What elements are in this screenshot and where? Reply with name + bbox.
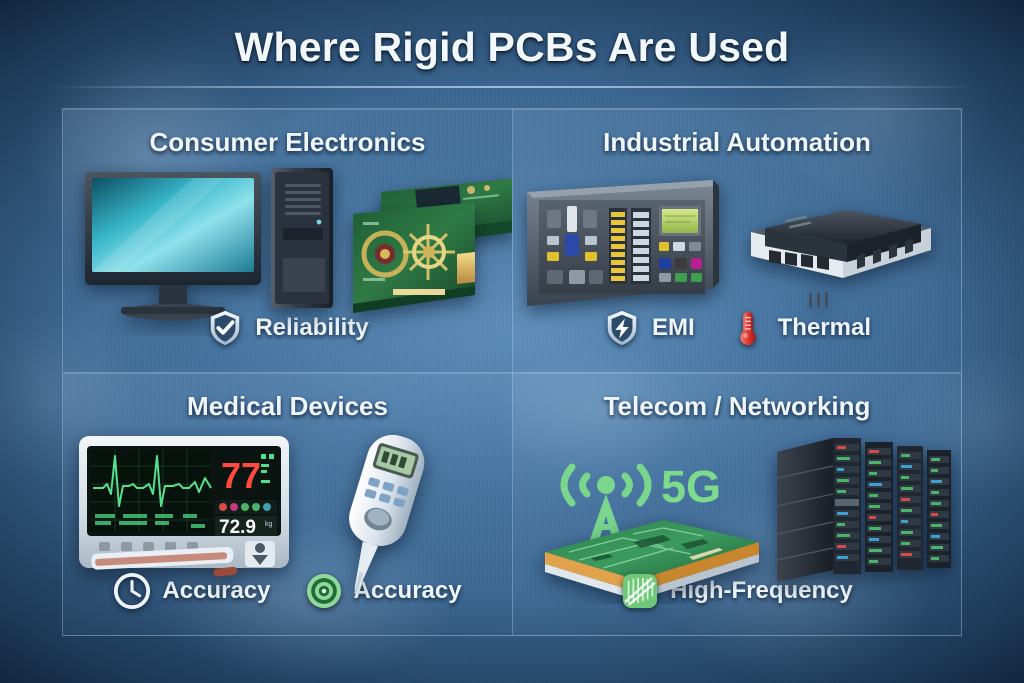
monitor-primary-unit: kg: [265, 521, 273, 528]
monitor-vitals-value: 77: [221, 455, 261, 496]
circuit-trace-icon: [623, 573, 658, 609]
server-rack-illustration: [776, 438, 951, 582]
artwork-consumer-electronics: [63, 158, 512, 320]
patient-monitor-illustration: 77: [79, 436, 289, 577]
badge-row-medical-devices: Accuracy Accuracy: [113, 569, 462, 613]
badge-label-accuracy-clock: Accuracy: [162, 577, 271, 604]
panel-title-industrial-automation: Industrial Automation: [603, 127, 871, 157]
medical-devices-svg: 77: [79, 434, 425, 594]
badge-row-consumer-electronics: Reliability: [206, 306, 369, 350]
industrial-control-panel-illustration: [527, 180, 719, 306]
quadrant-grid: Consumer Electronics: [62, 108, 962, 636]
panel-medical-devices[interactable]: Medical Devices: [62, 372, 512, 636]
network-generation-label: 5G: [661, 461, 721, 512]
telecom-networking-svg: 5G: [545, 438, 951, 600]
badge-emi[interactable]: EMI: [603, 309, 695, 347]
plc-module-illustration: [751, 210, 931, 308]
panel-industrial-automation[interactable]: Industrial Automation: [512, 108, 962, 372]
badge-accuracy-target[interactable]: Accuracy: [305, 572, 462, 610]
badge-label-thermal: Thermal: [777, 314, 872, 341]
target-icon: [306, 573, 341, 609]
badge-accuracy-clock[interactable]: Accuracy: [113, 572, 271, 610]
badge-reliability[interactable]: Reliability: [206, 309, 369, 347]
multilayer-pcb-illustration: [545, 520, 759, 600]
badge-high-frequency[interactable]: High-Frequency: [621, 572, 853, 610]
artwork-telecom-networking: 5G: [513, 422, 961, 600]
panel-consumer-electronics[interactable]: Consumer Electronics: [62, 108, 512, 372]
badge-label-accuracy-target: Accuracy: [353, 577, 462, 604]
industrial-automation-svg: [527, 180, 931, 308]
artwork-industrial-automation: [513, 158, 961, 308]
pc-tower-illustration: [271, 168, 333, 308]
clock-icon: [114, 572, 151, 610]
badge-row-telecom-networking: High-Frequency: [621, 569, 853, 613]
panel-title-medical-devices: Medical Devices: [187, 391, 388, 421]
monitor-primary-value: 72.9: [219, 517, 256, 538]
desktop-monitor-illustration: [85, 172, 261, 320]
thermometer-icon: [740, 311, 756, 346]
panel-telecom-networking[interactable]: Telecom / Networking: [512, 372, 962, 636]
shield-check-icon: [211, 310, 240, 346]
consumer-electronics-svg: [85, 168, 512, 320]
badge-label-emi: EMI: [651, 314, 695, 341]
artwork-medical-devices: 77: [63, 422, 512, 594]
digital-thermometer-illustration: [349, 434, 425, 594]
panel-title-telecom-networking: Telecom / Networking: [603, 391, 871, 421]
badge-label-high-frequency: High-Frequency: [670, 577, 853, 604]
badge-thermal[interactable]: Thermal: [729, 309, 871, 347]
page-title: Where Rigid PCBs Are Used: [234, 24, 790, 70]
panel-title-consumer-electronics: Consumer Electronics: [149, 127, 426, 157]
shield-bolt-icon: [607, 310, 637, 346]
title-divider: [47, 86, 977, 88]
badge-row-industrial-automation: EMI: [603, 306, 871, 350]
badge-label-reliability: Reliability: [255, 314, 369, 341]
